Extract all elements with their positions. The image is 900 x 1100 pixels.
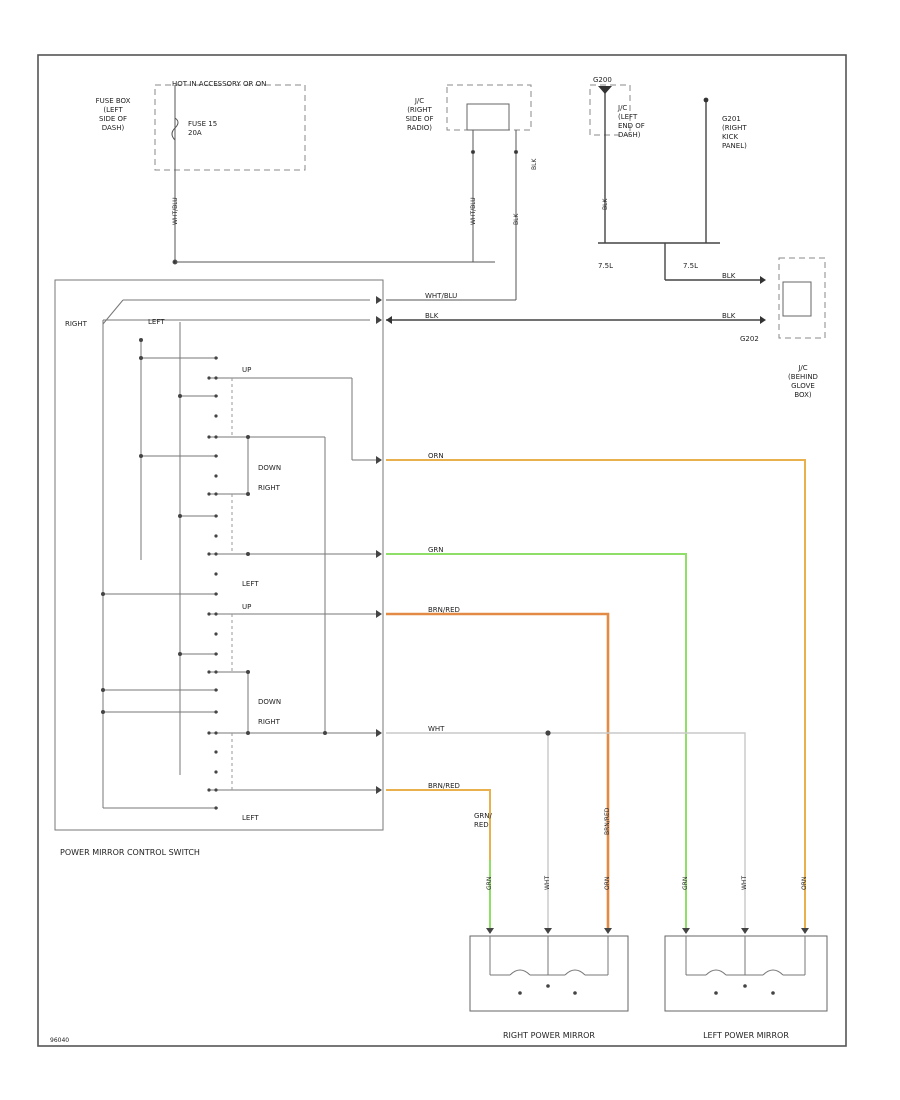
down-label-2: DOWN (258, 698, 282, 706)
wire-grnred-label: GRN/ RED (474, 812, 492, 829)
jc-left-dash-label: J/C (LEFT END OF DASH) (618, 104, 645, 139)
g202-label: G202 (740, 335, 759, 343)
diagram-code: 96040 (50, 1037, 70, 1044)
wire-brnred-label: BRN/RED (428, 606, 460, 614)
switch-name-label: POWER MIRROR CONTROL SWITCH (60, 848, 200, 857)
wire-wht-v2-label: WHT (741, 875, 748, 890)
brnred-wire-b (386, 789, 491, 928)
jc-glove-dashed (778, 257, 826, 339)
fuse-box-label: FUSE BOX (LEFT SIDE OF DASH) (95, 97, 131, 132)
pin-label-b: 7.5L (683, 262, 699, 270)
wire-grn-v1-label: GRN (486, 876, 493, 890)
g201-label: G201 (RIGHT KICK PANEL) (722, 115, 747, 150)
switch-left-label: LEFT (148, 318, 165, 326)
wire-blk-label-c: BLK (425, 312, 439, 320)
wire-wht-v1-label: WHT (544, 875, 551, 890)
left-label-2: LEFT (242, 580, 259, 588)
wire-orn-label: ORN (428, 452, 444, 460)
left-mirror-label: LEFT POWER MIRROR (703, 1031, 789, 1040)
wire-wht-label: WHT (428, 725, 445, 733)
wire-grn-v2-label: GRN (682, 876, 689, 890)
jc-radio-dashed (446, 84, 532, 131)
wire-wht-blu-label-c: WHT/BLU (425, 292, 458, 300)
wire-blk-label-f: BLK (722, 312, 736, 320)
jc-left-dash-dashed (589, 84, 631, 136)
white-wire (386, 732, 746, 928)
left-mirror-box (664, 935, 828, 1012)
left-label-3: LEFT (242, 814, 259, 822)
wire-grn-label: GRN (428, 546, 444, 554)
green-wire (386, 553, 687, 928)
wire-blk-label-a: BLK (513, 213, 520, 225)
wire-blk-label-d: BLK (602, 198, 609, 210)
right-mirror-box (469, 935, 629, 1012)
outer-frame (37, 54, 847, 1047)
wire-blk-label-b: BLK (531, 158, 538, 170)
wire-orn-v1-label: ORN (604, 876, 611, 890)
fuse-label: FUSE 15 20A (188, 120, 218, 137)
hot-in-label: HOT IN ACCESSORY OR ON (172, 80, 267, 88)
up-label-2: UP (242, 603, 252, 611)
switch-right-label: RIGHT (65, 320, 87, 328)
jc-glove-label: J/C (BEHIND GLOVE BOX) (788, 364, 818, 399)
wire-wht-blu-label-b: WHT/BLU (470, 197, 477, 225)
pin-label-a: 7.5L (598, 262, 614, 270)
jc-radio-label: J/C (RIGHT SIDE OF RADIO) (405, 97, 434, 132)
right-label-2: RIGHT (258, 718, 280, 726)
up-label-1: UP (242, 366, 252, 374)
wire-brnred-v-label: BRN/RED (604, 807, 611, 835)
orange-wire (386, 459, 806, 928)
g200-label: G200 (593, 76, 612, 84)
wire-brnred-label-b: BRN/RED (428, 782, 460, 790)
right-mirror-label: RIGHT POWER MIRROR (503, 1031, 595, 1040)
brnred-wire (386, 612, 610, 928)
wire-blk-label-e: BLK (722, 272, 736, 280)
wire-orn-v2-label: ORN (801, 876, 808, 890)
switch-box (54, 279, 384, 831)
fuse-box-dashed (154, 84, 306, 171)
wire-wht-blu-label-a: WHT/BLU (172, 197, 179, 225)
right-label-1: RIGHT (258, 484, 280, 492)
down-label-1: DOWN (258, 464, 282, 472)
